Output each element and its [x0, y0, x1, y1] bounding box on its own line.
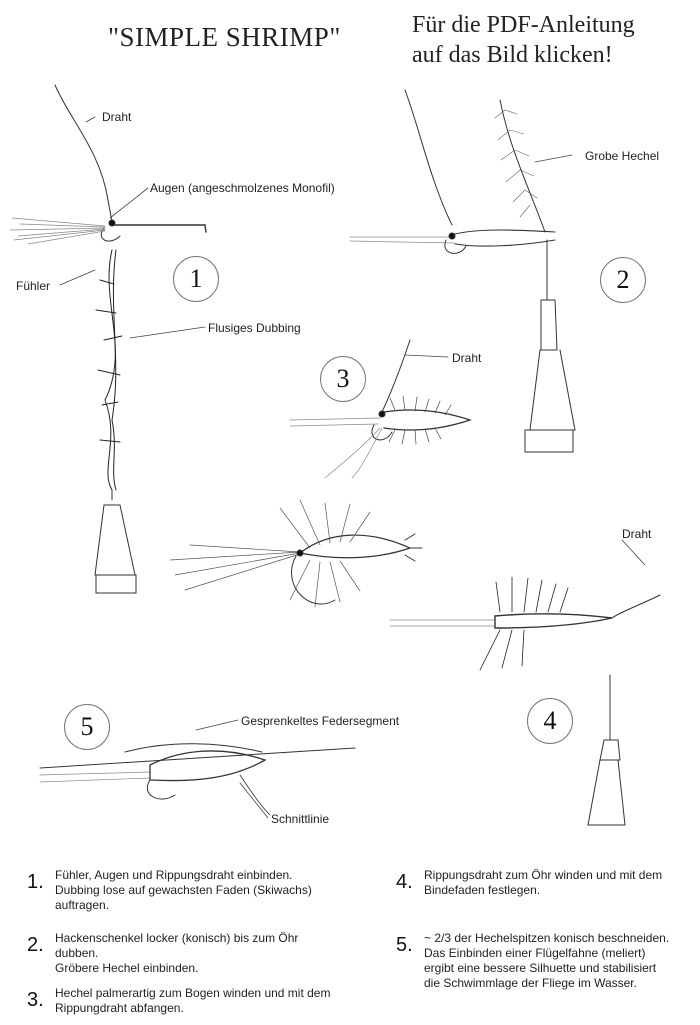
step-4-line-1: Rippungsdraht zum Öhr winden und mit dem: [424, 868, 663, 882]
label-fuehler: Fühler: [16, 279, 51, 293]
step-1-line-2: Dubbing lose auf gewachsten Faden (Skiwa…: [55, 883, 312, 897]
step-5-text: ~ 2/3 der Hechelspitzen konisch beschnei…: [424, 931, 669, 991]
figure-1-drawing: [9, 84, 207, 594]
step-3-text: Hechel palmerartig zum Bogen winden und …: [55, 986, 330, 1016]
step-3-line-2: Rippungdraht abfangen.: [55, 1001, 184, 1015]
label-augen: Augen (angeschmolzenes Monofil): [150, 181, 335, 195]
step-5-line-1: ~ 2/3 der Hechelspitzen konisch beschnei…: [424, 931, 670, 945]
step-5-line-4: die Schwimmlage der Fliege im Wasser.: [424, 976, 637, 990]
label-draht-1: Draht: [102, 110, 132, 124]
step-5-line-2: Das Einbinden einer Flügelfahne (meliert…: [424, 946, 646, 960]
page-title: "SIMPLE SHRIMP": [108, 22, 341, 52]
figure-number-3: 3: [320, 356, 366, 402]
step-2-number: 2.: [27, 934, 44, 956]
step-1-line-1: Fühler, Augen und Rippungsdraht einbinde…: [55, 868, 293, 882]
pdf-link-line-2[interactable]: auf das Bild klicken!: [412, 42, 613, 68]
label-schnittlinie: Schnittlinie: [271, 812, 330, 826]
step-5-line-3: ergibt eine bessere Silhuette und stabil…: [424, 961, 657, 975]
figure-2-drawing: [349, 89, 576, 453]
figure-3-drawing: [289, 339, 472, 479]
pdf-link[interactable]: Für die PDF-Anleitung auf das Bild klick…: [412, 10, 692, 70]
figure-4-drawing: [389, 576, 661, 826]
step-3-number: 3.: [27, 989, 44, 1011]
step-4-text: Rippungsdraht zum Öhr winden und mit dem…: [424, 868, 662, 898]
figure-5-drawing: [39, 743, 356, 816]
label-grobe-hechel: Grobe Hechel: [585, 149, 660, 163]
figure-number-1: 1: [173, 256, 219, 302]
finished-fly-drawing: [169, 499, 423, 608]
step-5-number: 5.: [396, 934, 413, 956]
step-2-text: Hackenschenkel locker (konisch) bis zum …: [55, 931, 337, 976]
step-4-line-2: Bindefaden festlegen.: [424, 883, 541, 897]
label-draht-4: Draht: [622, 527, 652, 541]
step-1-line-3: auftragen.: [55, 898, 110, 912]
pdf-link-line-1[interactable]: Für die PDF-Anleitung: [412, 12, 635, 38]
figure-number-4: 4: [527, 698, 573, 744]
step-2-line-2: Gröbere Hechel einbinden.: [55, 961, 199, 975]
step-4-number: 4.: [396, 871, 413, 893]
figure-number-5: 5: [64, 704, 110, 750]
step-2-line-1: Hackenschenkel locker (konisch) bis zum …: [55, 931, 299, 960]
label-flusiges-dubbing: Flusiges Dubbing: [208, 321, 301, 335]
label-draht-3: Draht: [452, 351, 482, 365]
label-federsegment: Gesprenkeltes Federsegment: [241, 714, 400, 728]
step-1-text: Fühler, Augen und Rippungsdraht einbinde…: [55, 868, 312, 913]
figure-number-2: 2: [600, 257, 646, 303]
step-3-line-1: Hechel palmerartig zum Bogen winden und …: [55, 986, 331, 1000]
step-1-number: 1.: [27, 871, 44, 893]
